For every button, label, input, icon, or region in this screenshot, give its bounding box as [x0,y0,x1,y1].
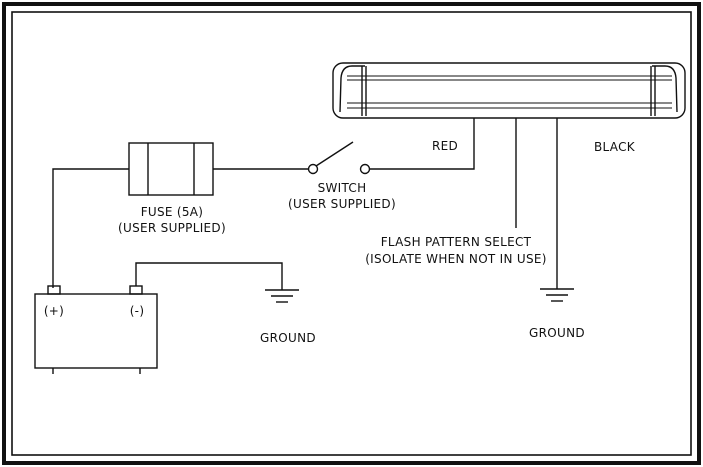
switch-label: SWITCH [318,181,367,195]
black-wire-label: BLACK [594,140,636,154]
light-bar [332,62,686,119]
fuse-label: FUSE (5A) [141,205,204,219]
battery-positive-label: (+) [44,304,64,318]
battery-positive-wire [52,168,129,288]
fuse-symbol [128,142,214,196]
switch-symbol [307,141,371,175]
ground-left-label: GROUND [260,331,316,345]
inner-frame [11,11,692,456]
fuse-sublabel: (USER SUPPLIED) [118,221,226,235]
flash-pattern-label: FLASH PATTERN SELECT [381,235,532,249]
battery-negative-label: (-) [130,304,145,318]
ground-symbol-right [540,288,574,302]
ground-symbol-left [265,289,299,303]
flash-pattern-sublabel: (ISOLATE WHEN NOT IN USE) [365,252,547,266]
switch-sublabel: (USER SUPPLIED) [288,197,396,211]
ground-right-label: GROUND [529,326,585,340]
battery-symbol [34,285,158,374]
red-wire [370,118,475,170]
red-wire-label: RED [432,139,458,153]
battery-negative-wire [135,262,283,290]
